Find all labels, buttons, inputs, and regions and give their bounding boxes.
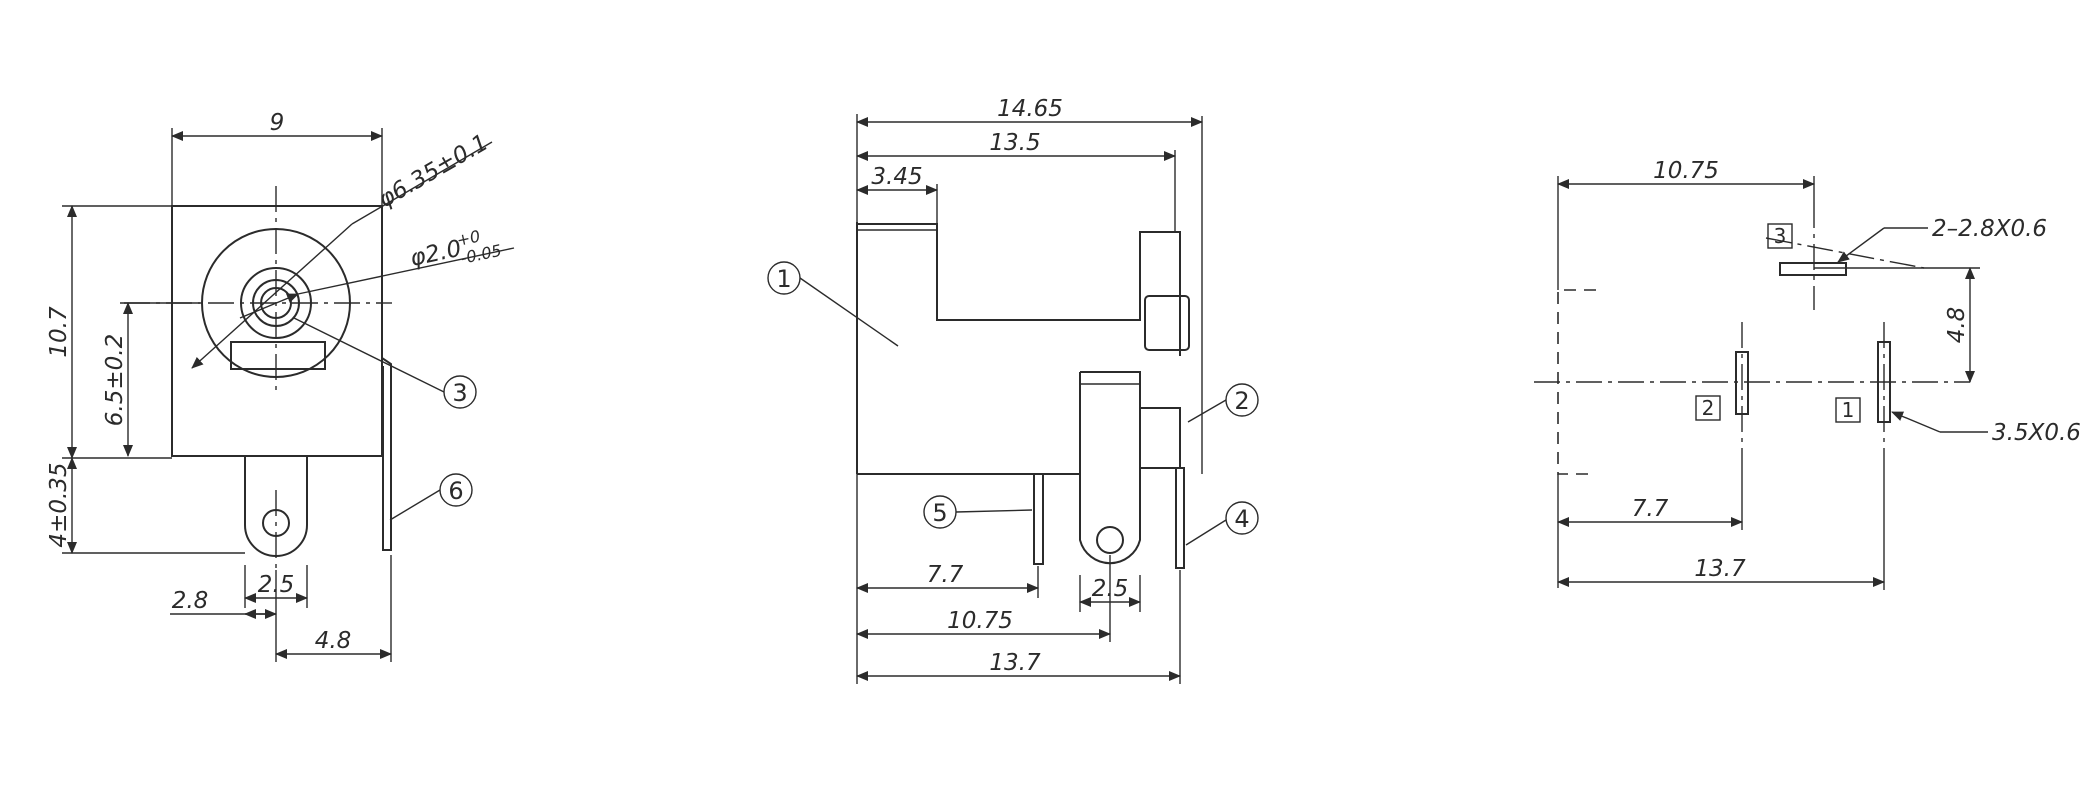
dim-pin3-x: 10.75 xyxy=(1653,158,1719,184)
callout-4-circle xyxy=(1225,501,1259,535)
dim-pin5: 7.7 xyxy=(927,562,964,588)
side-pin-1-hole xyxy=(1096,526,1124,554)
side-view: 14.65 13.5 3.45 1 2 4 5 7.7 2. xyxy=(767,96,1259,684)
pcb-slot-pin2 xyxy=(1735,351,1749,415)
callout-1-circle xyxy=(767,261,801,295)
callout-6-circle xyxy=(439,473,473,507)
dim-pin3-y: 4.8 xyxy=(1944,307,1970,344)
callout-2-label: 2 xyxy=(1234,387,1249,415)
callout-2-leader xyxy=(1187,399,1227,423)
dim-pin-offset: 2.8 xyxy=(172,588,209,614)
dim-step: 3.45 xyxy=(871,164,922,190)
callout-4-leader xyxy=(1185,519,1227,546)
dim-height-10-7: 10.7 xyxy=(46,306,72,358)
pcb-pin3-centerline xyxy=(1765,237,1925,269)
callout-6-leader xyxy=(389,489,441,521)
dim-outer-dia: φ6.35±0.1 xyxy=(374,130,493,214)
callout-6-label: 6 xyxy=(448,477,463,505)
side-pin-5 xyxy=(1033,473,1044,565)
leader-outer-dia xyxy=(191,223,353,369)
leader-outer-dia-ext xyxy=(351,141,493,225)
side-body-top-outline xyxy=(857,223,1180,321)
pad-label-2: 2 xyxy=(1702,396,1715,420)
callout-2-circle xyxy=(1225,383,1259,417)
dim-width-9: 9 xyxy=(270,110,285,136)
pad-label-3: 3 xyxy=(1774,224,1787,248)
pad-label-1: 1 xyxy=(1842,398,1855,422)
dim-pin2-x: 7.7 xyxy=(1632,496,1669,522)
side-lower-block xyxy=(1080,371,1181,468)
dim-body: 13.5 xyxy=(989,130,1040,156)
dim-pin1-x: 13.7 xyxy=(1694,556,1746,582)
callout-5-circle xyxy=(923,495,957,529)
front-view: 9 10.7 6.5±0.2 4±0.35 φ6.35±0.1 φ2.0 +0 … xyxy=(46,110,515,662)
front-key-block xyxy=(230,341,326,370)
callout-1-label: 1 xyxy=(776,265,791,293)
side-pin-4 xyxy=(1175,467,1185,569)
pad-label-1-box xyxy=(1835,397,1861,423)
pad-label-2-box xyxy=(1695,395,1721,421)
slot-note-top: 2–2.8X0.6 xyxy=(1932,216,2047,242)
callout-3-label: 3 xyxy=(452,379,467,407)
pcb-view: 3 2 1 10.75 4.8 2–2.8X0.6 3.5X0.6 7.7 13… xyxy=(1534,158,2081,590)
note-top-leader xyxy=(1837,227,1885,263)
leader-pin-dia-ext xyxy=(297,247,515,295)
pcb-slot-pin1 xyxy=(1877,341,1891,423)
side-pin-1 xyxy=(1079,372,1141,565)
pcb-slot-pin3 xyxy=(1779,262,1847,276)
leader-pin-dia xyxy=(239,293,299,319)
front-side-pin xyxy=(381,357,392,551)
callout-3-circle xyxy=(443,375,477,409)
slot-note-side: 3.5X0.6 xyxy=(1992,420,2081,446)
dim-total: 13.7 xyxy=(989,650,1041,676)
side-contact-tab xyxy=(1144,295,1190,351)
dim-pin-length: 4±0.35 xyxy=(46,462,72,547)
callout-3-leader xyxy=(293,317,445,393)
note-side-leader xyxy=(1891,411,1941,433)
side-right-block xyxy=(1140,231,1181,356)
dim-pin-dia-tol-upper: +0 xyxy=(455,226,482,249)
dim-side-pin: 4.8 xyxy=(315,628,352,654)
callout-5-leader xyxy=(955,509,1033,513)
dim-overall: 14.65 xyxy=(997,96,1063,122)
callout-5-label: 5 xyxy=(932,499,947,527)
dim-center-height: 6.5±0.2 xyxy=(102,334,128,426)
front-body-outline xyxy=(171,205,383,457)
dim-pin-dia: φ2.0 xyxy=(408,236,464,272)
dim-pin1: 10.75 xyxy=(947,608,1013,634)
pad-label-3-box xyxy=(1767,223,1793,249)
callout-1-leader xyxy=(799,277,899,347)
callout-4-label: 4 xyxy=(1234,505,1249,533)
